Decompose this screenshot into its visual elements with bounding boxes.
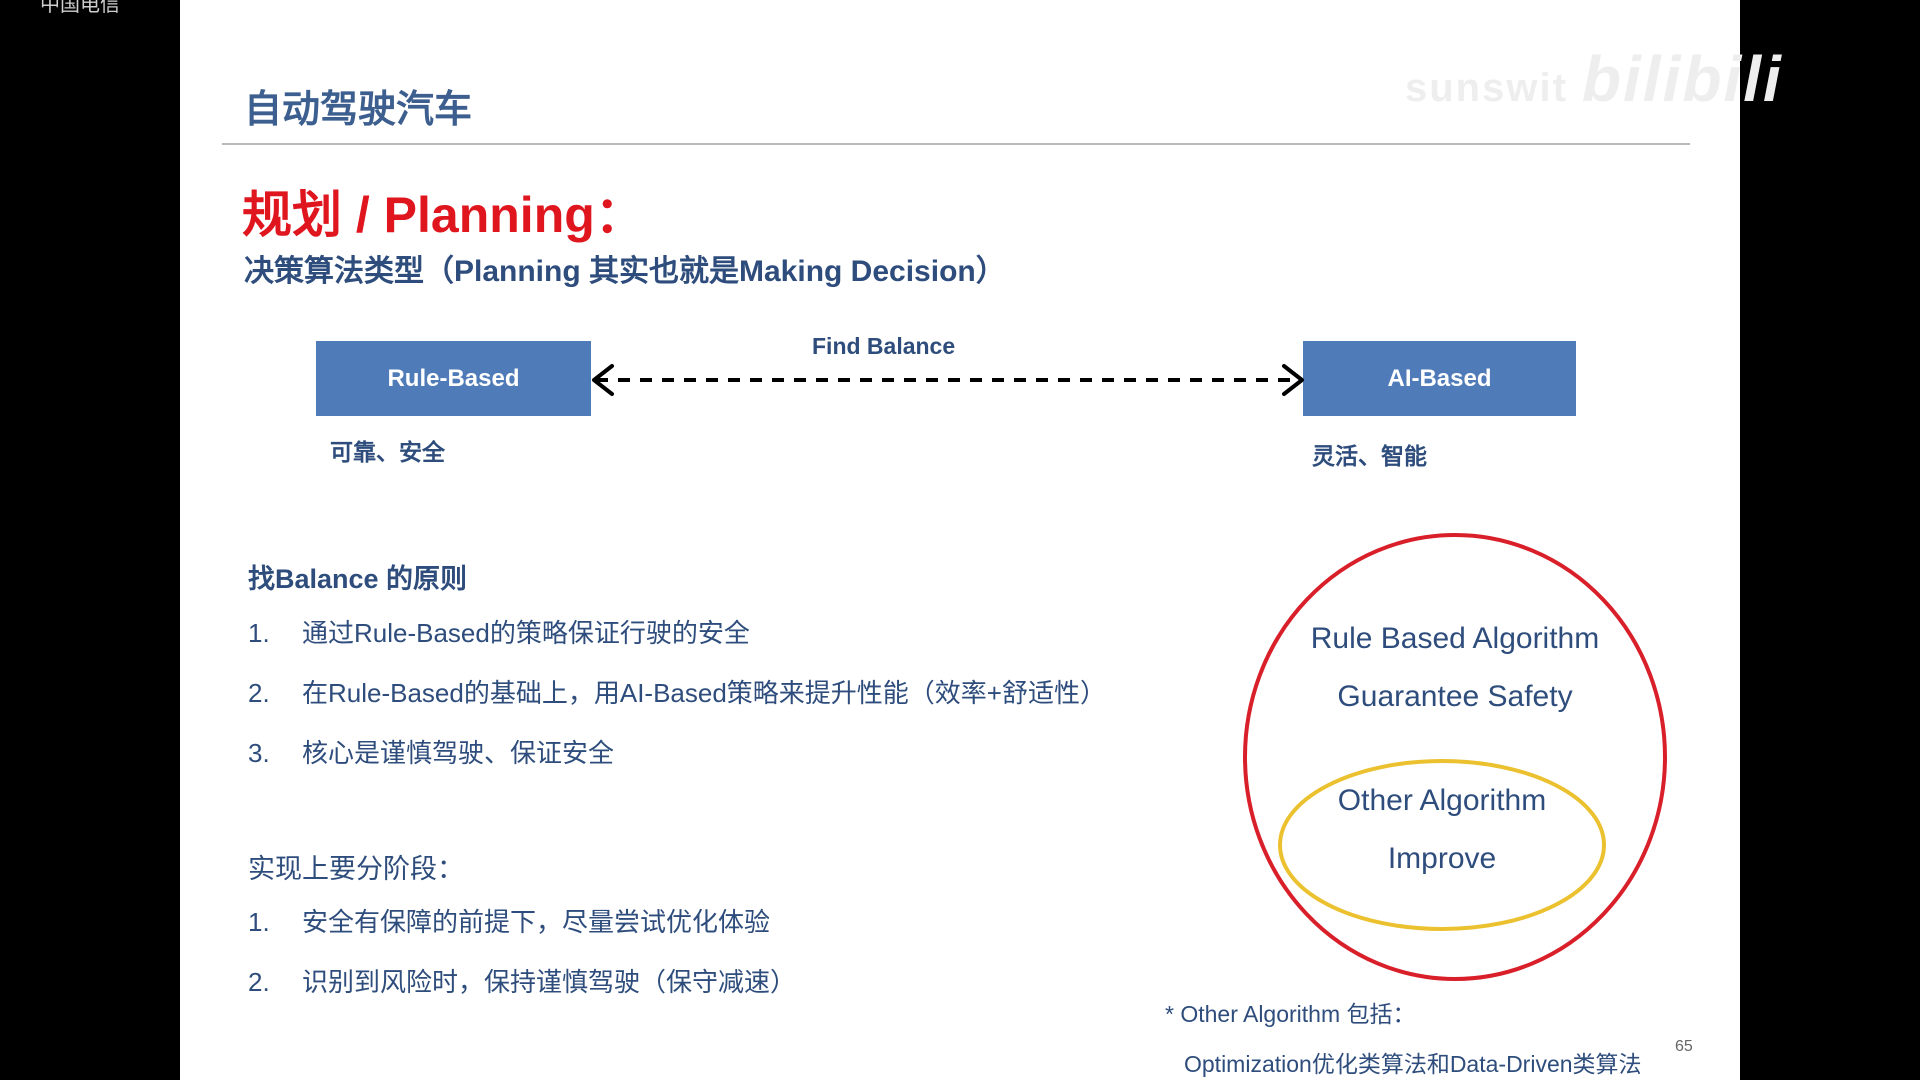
- inner-ellipse: [1278, 759, 1606, 931]
- list-item: 3. 核心是谨慎驾驶、保证安全: [248, 736, 1106, 796]
- watermark-text: sunswit: [1405, 66, 1568, 110]
- list-item: 2. 在Rule-Based的基础上，用AI-Based策略来提升性能（效率+舒适…: [248, 676, 1106, 736]
- list-text: 通过Rule-Based的策略保证行驶的安全: [302, 618, 750, 648]
- inner-label-line2: Improve: [1388, 842, 1496, 875]
- footnote-line-1: * Other Algorithm 包括：: [1165, 1001, 1416, 1027]
- watermark: sunswit bilibili: [1405, 42, 1783, 116]
- outer-circle: [1243, 533, 1667, 981]
- section-title: 规划 / Planning：: [242, 187, 645, 243]
- list-number: 3.: [248, 738, 270, 768]
- double-arrow-icon: [592, 364, 1304, 396]
- slide-header-title: 自动驾驶汽车: [244, 89, 473, 131]
- algorithm-venn-diagram: Rule Based Algorithm Guarantee Safety Ot…: [1243, 533, 1667, 981]
- outer-label-line1: Rule Based Algorithm: [1311, 622, 1600, 655]
- slide: sunswit bilibili 自动驾驶汽车 规划 / Planning： 决策…: [180, 0, 1781, 1080]
- ai-based-box: AI-Based: [1303, 341, 1576, 416]
- list-text: 识别到风险时，保持谨慎驾驶（保守减速）: [302, 967, 797, 997]
- list-text: 核心是谨慎驾驶、保证安全: [302, 738, 615, 768]
- top-left-overlay-text: 中国电信: [40, 0, 120, 16]
- list-item: 1. 通过Rule-Based的策略保证行驶的安全: [248, 616, 1106, 676]
- list-number: 2.: [248, 967, 270, 997]
- rule-based-note: 可靠、安全: [330, 439, 445, 465]
- stages-list: 1. 安全有保障的前提下，尽量尝试优化体验 2. 识别到风险时，保持谨慎驾驶（保守减…: [248, 905, 796, 1025]
- list-number: 2.: [248, 678, 270, 708]
- page-number: 65: [1675, 1038, 1693, 1055]
- list-item: 2. 识别到风险时，保持谨慎驾驶（保守减速）: [248, 965, 796, 1025]
- footnote-line-2: Optimization优化类算法和Data-Driven类算法: [1184, 1051, 1642, 1077]
- header-divider: [222, 143, 1690, 145]
- outer-label-line2: Guarantee Safety: [1337, 680, 1572, 713]
- stages-heading: 实现上要分阶段：: [248, 854, 464, 884]
- list-item: 1. 安全有保障的前提下，尽量尝试优化体验: [248, 905, 796, 965]
- list-number: 1.: [248, 907, 270, 937]
- inner-label-line1: Other Algorithm: [1338, 784, 1546, 817]
- principles-list: 1. 通过Rule-Based的策略保证行驶的安全 2. 在Rule-Based的基…: [248, 616, 1106, 796]
- list-text: 在Rule-Based的基础上，用AI-Based策略来提升性能（效率+舒适性）: [302, 678, 1106, 708]
- ai-based-note: 灵活、智能: [1312, 443, 1427, 469]
- principles-heading: 找Balance 的原则: [248, 564, 468, 594]
- rule-based-box: Rule-Based: [316, 341, 591, 416]
- find-balance-label: Find Balance: [812, 333, 956, 359]
- list-text: 安全有保障的前提下，尽量尝试优化体验: [302, 907, 771, 937]
- list-number: 1.: [248, 618, 270, 648]
- bilibili-logo: bilibili: [1581, 43, 1783, 115]
- section-subtitle: 决策算法类型（Planning 其实也就是Making Decision）: [244, 255, 1006, 288]
